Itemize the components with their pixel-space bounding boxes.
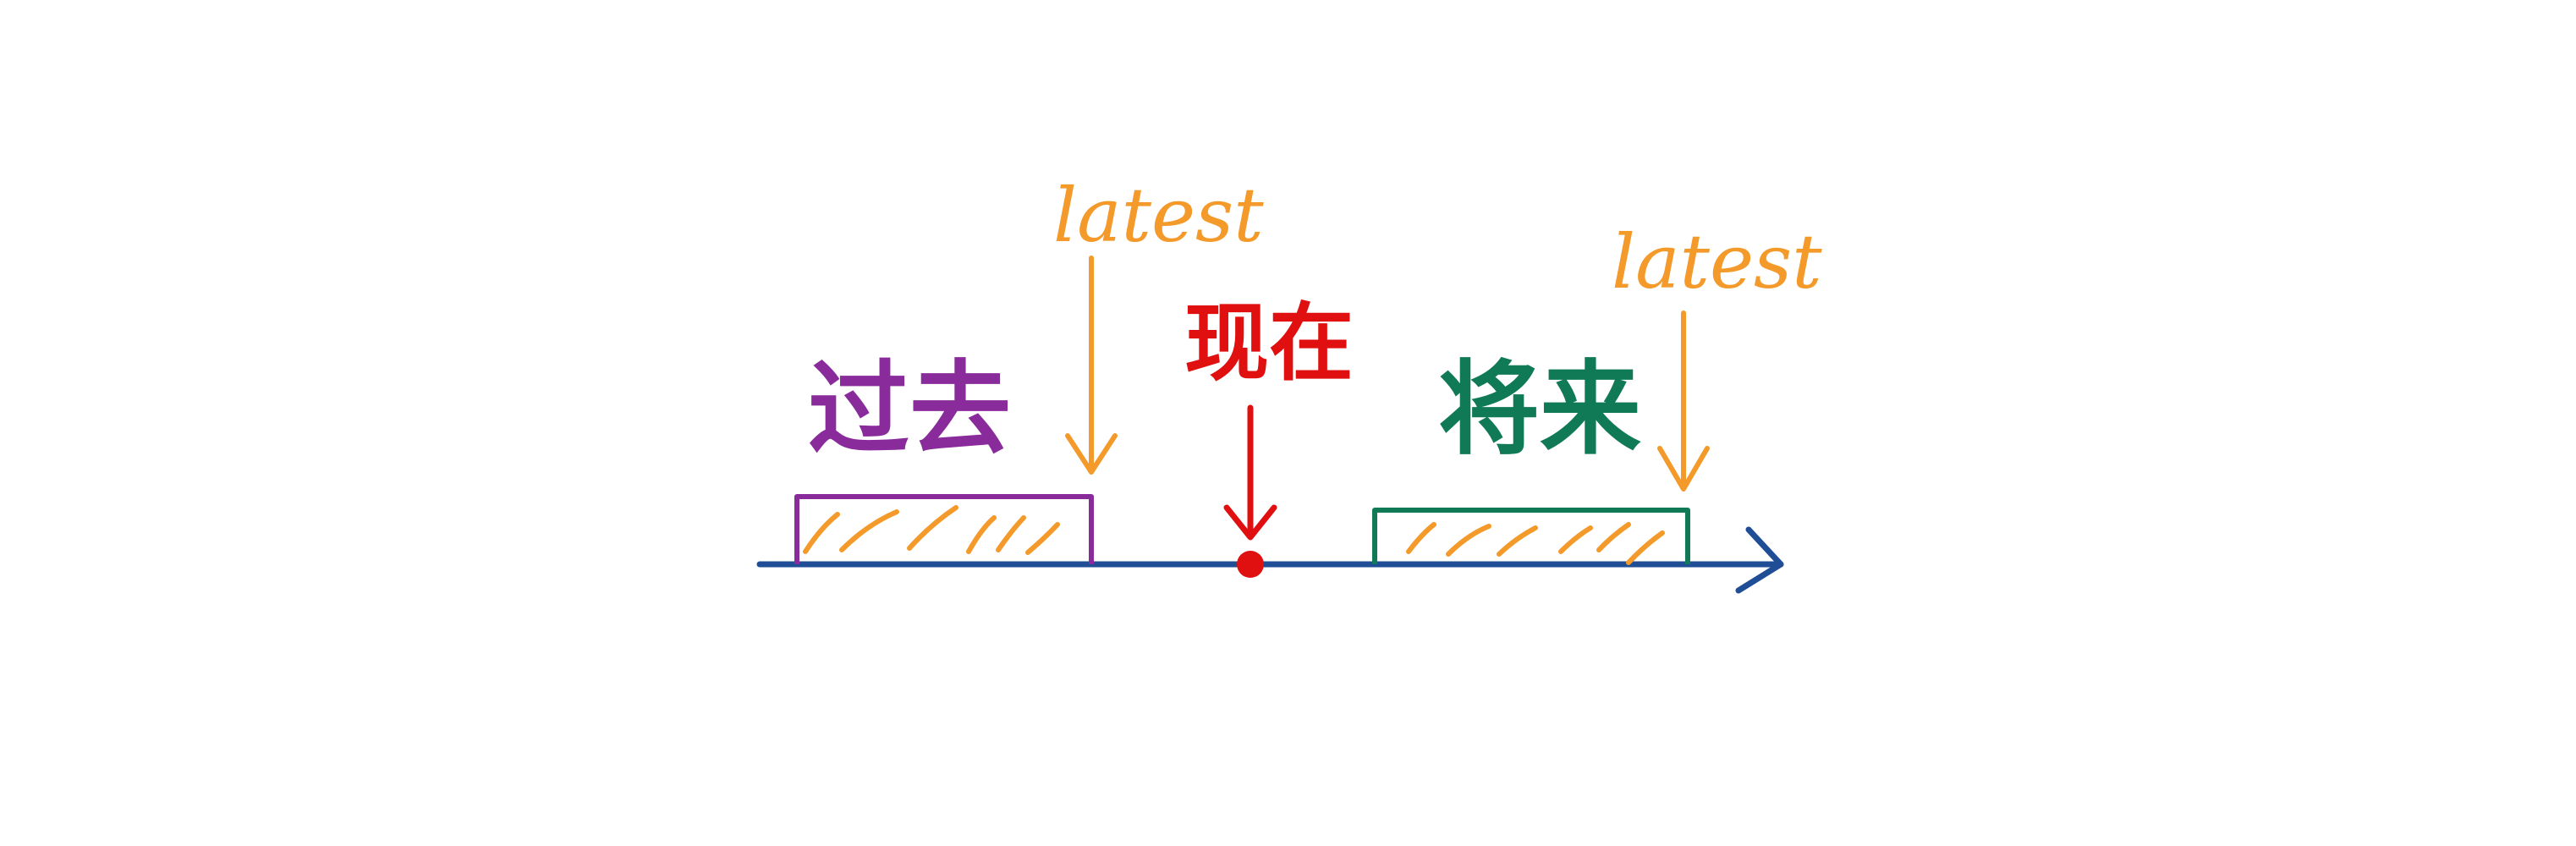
- now-dot: [1237, 551, 1264, 578]
- future-hatch: [1406, 522, 1665, 565]
- past-hatch: [803, 505, 1060, 555]
- axis-arrowhead: [1735, 526, 1784, 594]
- latest-arrow-past: latest: [1053, 172, 1264, 475]
- past-label: 过去: [808, 351, 1011, 469]
- now-point: 现在: [1184, 294, 1354, 578]
- latest-label-future: latest: [1612, 218, 1822, 305]
- now-label: 现在: [1184, 294, 1354, 393]
- past-interval: [794, 494, 1094, 564]
- latest-label-past: latest: [1053, 172, 1264, 259]
- future-label: 将来: [1438, 351, 1641, 469]
- latest-arrow-future: latest: [1612, 218, 1822, 492]
- timeline-axis: [756, 526, 1784, 594]
- future-interval: [1372, 508, 1690, 565]
